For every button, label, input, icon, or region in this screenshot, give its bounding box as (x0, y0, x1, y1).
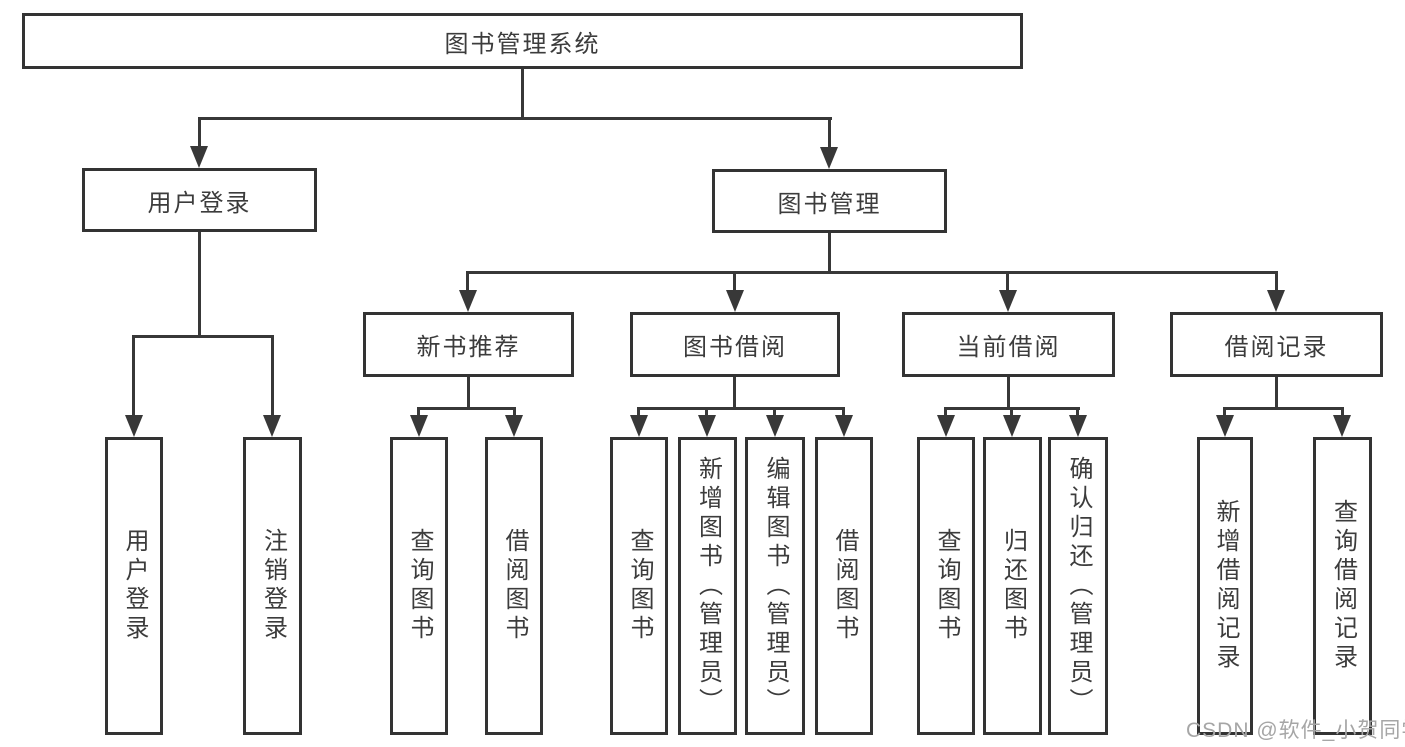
leaf-query-books-borrowing-label: 查询图书 (626, 528, 653, 644)
leaf-query-books-recommend-label: 查询图书 (406, 528, 433, 644)
connector-to-leaf-logout-stem (271, 335, 274, 417)
connector-borrowing-crossbar (637, 407, 845, 410)
arrow-down-borrowing-leaf1 (630, 415, 648, 437)
leaf-query-books-borrowing: 查询图书 (610, 437, 668, 735)
arrow-down-to-records (1267, 290, 1285, 312)
leaf-confirm-return-admin: 确认归还（管理员） (1048, 437, 1108, 735)
arrow-down-to-borrowing (726, 290, 744, 312)
leaf-borrow-books-borrowing-label: 借阅图书 (831, 528, 858, 644)
leaf-user-login: 用户登录 (105, 437, 163, 735)
node-current-borrowing: 当前借阅 (902, 312, 1115, 377)
arrow-down-records-leaf2 (1333, 415, 1351, 437)
connector-to-records-stem (1275, 271, 1278, 292)
node-user-login: 用户登录 (82, 168, 317, 232)
connector-current-stem (1007, 377, 1010, 407)
connector-borrowing-leaf3-stem (773, 407, 776, 417)
arrow-down-borrowing-leaf4 (835, 415, 853, 437)
connector-to-recommend-stem (466, 271, 469, 292)
node-current-borrowing-label: 当前借阅 (956, 334, 1061, 361)
node-new-book-recommend: 新书推荐 (363, 312, 574, 377)
connector-recommend-stem (467, 377, 470, 407)
arrow-down-current-leaf2 (1003, 415, 1021, 437)
arrow-down-to-user-login (190, 146, 208, 168)
connector-records-crossbar (1223, 407, 1344, 410)
connector-to-user-login-stem (198, 117, 201, 148)
connector-borrowing-stem (733, 377, 736, 407)
connector-book-mgmt-stem (828, 233, 831, 271)
node-borrowing-records: 借阅记录 (1170, 312, 1383, 377)
connector-book-mgmt-crossbar (466, 271, 1278, 274)
leaf-confirm-return-admin-label: 确认归还（管理员） (1065, 455, 1092, 717)
leaf-edit-books-admin: 编辑图书（管理员） (745, 437, 805, 735)
connector-root-crossbar (198, 117, 832, 120)
leaf-borrow-books-borrowing: 借阅图书 (815, 437, 873, 735)
node-book-borrowing-label: 图书借阅 (683, 334, 787, 361)
node-borrowing-records-label: 借阅记录 (1224, 334, 1329, 361)
arrow-down-borrowing-leaf3 (766, 415, 784, 437)
connector-to-leaf-user-login-stem (132, 335, 135, 417)
leaf-return-books: 归还图书 (983, 437, 1042, 735)
leaf-edit-books-admin-label: 编辑图书（管理员） (762, 455, 789, 717)
node-user-login-label: 用户登录 (147, 189, 252, 217)
leaf-logout-label: 注销登录 (259, 528, 287, 644)
arrow-down-to-book-mgmt (820, 147, 838, 169)
leaf-query-books-recommend: 查询图书 (390, 437, 448, 735)
connector-to-book-mgmt-stem (828, 117, 831, 149)
leaf-borrow-books-recommend-label: 借阅图书 (501, 528, 528, 644)
connector-borrowing-leaf1-stem (637, 407, 640, 417)
connector-records-stem (1275, 377, 1278, 407)
arrow-down-to-recommend (459, 290, 477, 312)
arrow-down-to-current (999, 290, 1017, 312)
connector-to-current-stem (1006, 271, 1009, 292)
arrow-down-current-leaf3 (1069, 415, 1087, 437)
node-root-system-label: 图书管理系统 (444, 30, 601, 58)
connector-recommend-leaf2-stem (513, 407, 516, 417)
connector-borrowing-leaf2-stem (705, 407, 708, 417)
connector-current-leaf1-stem (944, 407, 947, 417)
node-root-system: 图书管理系统 (22, 13, 1023, 69)
leaf-query-books-current-label: 查询图书 (933, 528, 960, 644)
connector-current-leaf3-stem (1076, 407, 1079, 417)
connector-user-login-stem (198, 232, 201, 335)
leaf-add-borrow-record-label: 新增借阅记录 (1212, 499, 1239, 673)
leaf-add-books-admin: 新增图书（管理员） (678, 437, 737, 735)
leaf-return-books-label: 归还图书 (999, 528, 1027, 644)
leaf-borrow-books-recommend: 借阅图书 (485, 437, 543, 735)
connector-recommend-crossbar (417, 407, 516, 410)
csdn-watermark: CSDN @软件_小贺同学 (1186, 719, 1405, 742)
connector-current-leaf2-stem (1010, 407, 1013, 417)
arrow-down-to-leaf-user-login (125, 415, 143, 437)
node-book-borrowing: 图书借阅 (630, 312, 840, 377)
connector-records-leaf2-stem (1341, 407, 1344, 417)
node-new-book-recommend-label: 新书推荐 (416, 334, 521, 361)
leaf-query-borrow-record: 查询借阅记录 (1313, 437, 1372, 735)
leaf-add-borrow-record: 新增借阅记录 (1197, 437, 1253, 735)
arrow-down-records-leaf1 (1216, 415, 1234, 437)
connector-to-borrowing-stem (733, 271, 736, 292)
connector-borrowing-leaf4-stem (842, 407, 845, 417)
arrow-down-borrowing-leaf2 (698, 415, 716, 437)
node-book-management-label: 图书管理 (777, 190, 882, 218)
leaf-add-books-admin-label: 新增图书（管理员） (694, 455, 722, 717)
node-book-management: 图书管理 (712, 169, 947, 233)
leaf-user-login-label: 用户登录 (121, 528, 148, 644)
leaf-logout: 注销登录 (243, 437, 302, 735)
arrow-down-recommend-leaf1 (410, 415, 428, 437)
connector-recommend-leaf1-stem (417, 407, 420, 417)
connector-records-leaf1-stem (1223, 407, 1226, 417)
arrow-down-to-leaf-logout (263, 415, 281, 437)
connector-user-login-crossbar (132, 335, 274, 338)
arrow-down-recommend-leaf2 (505, 415, 523, 437)
leaf-query-borrow-record-label: 查询借阅记录 (1329, 499, 1357, 673)
leaf-query-books-current: 查询图书 (917, 437, 975, 735)
connector-root-stem (521, 69, 524, 117)
arrow-down-current-leaf1 (937, 415, 955, 437)
